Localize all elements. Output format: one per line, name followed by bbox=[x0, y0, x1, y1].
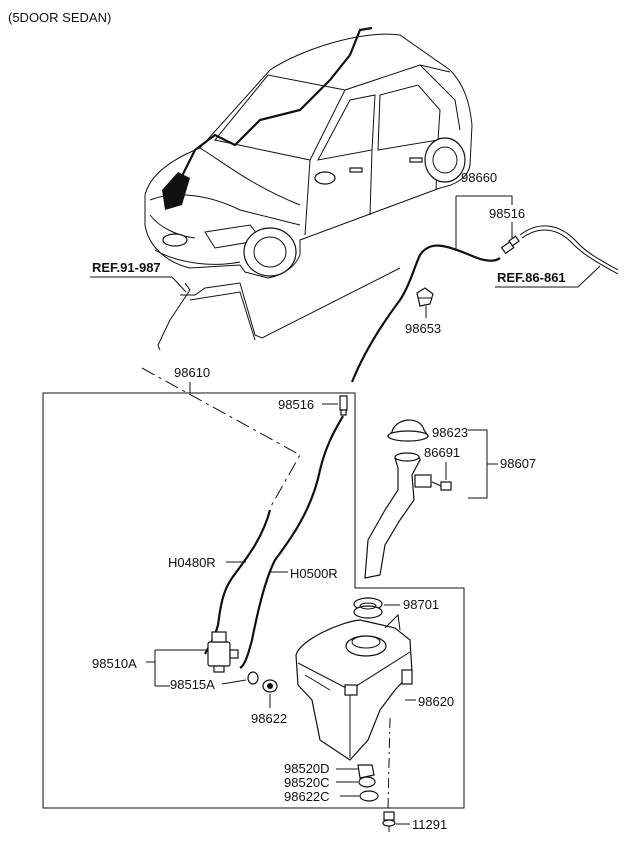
grommet-98701 bbox=[353, 597, 383, 619]
sensor-98520D bbox=[357, 764, 375, 779]
ref-left-label: REF.91-987 bbox=[92, 260, 161, 275]
part-label-98653: 98653 bbox=[405, 321, 441, 336]
bolt-11291 bbox=[382, 811, 396, 832]
grommet-98622C bbox=[359, 790, 379, 802]
part-label-98607: 98607 bbox=[500, 456, 536, 471]
part-label-98660: 98660 bbox=[461, 170, 497, 185]
sensor-98520C bbox=[358, 776, 376, 788]
part-label-98510A: 98510A bbox=[92, 656, 137, 671]
part-label-98520D: 98520D bbox=[284, 761, 330, 776]
variant-title: (5DOOR SEDAN) bbox=[8, 10, 111, 25]
cap-98623 bbox=[386, 419, 430, 442]
bolt-86691 bbox=[431, 481, 452, 491]
seal-98515A bbox=[247, 671, 259, 685]
connector-98516-top bbox=[500, 235, 520, 255]
ref-right-label: REF.86-861 bbox=[497, 270, 566, 285]
part-label-98515A: 98515A bbox=[170, 677, 215, 692]
part-label-11291: 11291 bbox=[412, 817, 447, 832]
washer-pump-98510A bbox=[207, 631, 239, 673]
part-label-98516-box: 98516 bbox=[278, 397, 314, 412]
part-label-98610: 98610 bbox=[174, 365, 210, 380]
filler-neck bbox=[364, 452, 432, 579]
clip-98653 bbox=[416, 287, 434, 307]
part-label-98620: 98620 bbox=[418, 694, 454, 709]
part-label-98622C: 98622C bbox=[284, 789, 330, 804]
assembly-box bbox=[42, 392, 465, 809]
connector-98516-box bbox=[339, 395, 348, 416]
grommet-98622 bbox=[262, 679, 278, 693]
part-label-86691: 86691 bbox=[424, 445, 460, 460]
part-label-H0500R: H0500R bbox=[290, 566, 338, 581]
part-label-H0480R: H0480R bbox=[168, 555, 216, 570]
part-label-98623: 98623 bbox=[432, 425, 468, 440]
part-label-98701: 98701 bbox=[403, 597, 439, 612]
part-label-98516-top: 98516 bbox=[489, 206, 525, 221]
part-label-98622: 98622 bbox=[251, 711, 287, 726]
car-illustration bbox=[144, 26, 473, 279]
reservoir-tank-98620 bbox=[295, 613, 413, 761]
part-label-98520C: 98520C bbox=[284, 775, 330, 790]
